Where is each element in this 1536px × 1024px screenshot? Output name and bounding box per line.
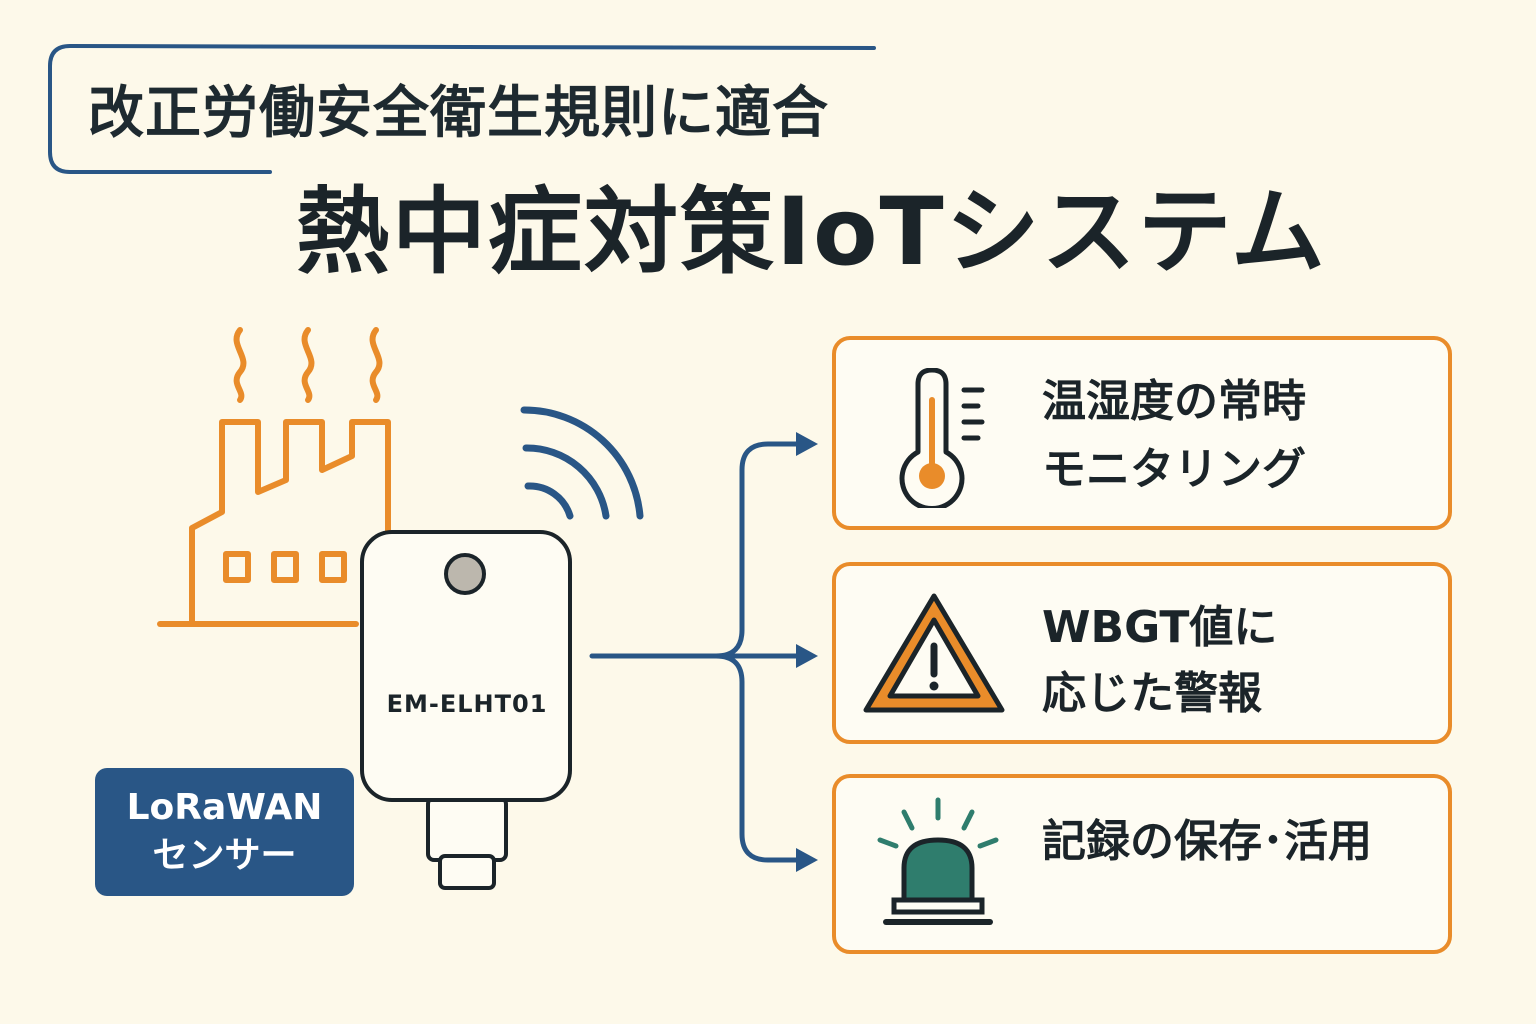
wireless-signal-icon — [520, 406, 644, 520]
page-title: 熱中症対策IoTシステム — [296, 178, 1327, 287]
factory-outline — [189, 419, 391, 627]
siren-icon — [877, 797, 999, 925]
badge-line-1: LoRaWAN — [126, 787, 323, 828]
flow-arrows — [589, 441, 801, 863]
subtitle-frame — [48, 43, 876, 174]
arrow-head-2 — [796, 644, 818, 668]
smoke-2 — [301, 327, 315, 403]
feature-text-line-1: WBGT値に — [1042, 602, 1278, 653]
feature-text-line-2: モニタリング — [1042, 444, 1306, 495]
feature-card-alert: WBGT値に 応じた警報 — [832, 562, 1452, 744]
arrow-head-3 — [796, 848, 818, 872]
feature-text-line-1: 温湿度の常時 — [1042, 376, 1306, 427]
device-body — [360, 530, 572, 802]
sensor-device — [360, 530, 572, 890]
factory-window-2 — [271, 551, 299, 583]
arrow-head-1 — [796, 432, 818, 456]
lorawan-sensor-badge: LoRaWAN センサー — [95, 768, 354, 896]
feature-text-line-2: 応じた警報 — [1042, 668, 1262, 719]
feature-card-monitoring: 温湿度の常時 モニタリング — [832, 336, 1452, 530]
device-connector-tip — [438, 854, 496, 890]
device-model-label: EM-ELHT01 — [386, 690, 548, 718]
factory-icon — [157, 327, 391, 627]
smoke-1 — [233, 327, 247, 403]
feature-text-line-1: 記録の保存･活用 — [1042, 816, 1372, 867]
warning-icon — [863, 593, 1005, 713]
factory-window-1 — [223, 551, 251, 583]
factory-window-3 — [319, 551, 347, 583]
feature-card-record: 記録の保存･活用 — [832, 774, 1452, 954]
subtitle: 改正労働安全衛生規則に適合 — [88, 81, 829, 146]
device-sensor-port — [444, 553, 486, 595]
badge-line-2: センサー — [152, 835, 297, 876]
device-connector — [426, 796, 508, 862]
thermometer-icon — [899, 368, 985, 508]
smoke-3 — [369, 327, 383, 403]
